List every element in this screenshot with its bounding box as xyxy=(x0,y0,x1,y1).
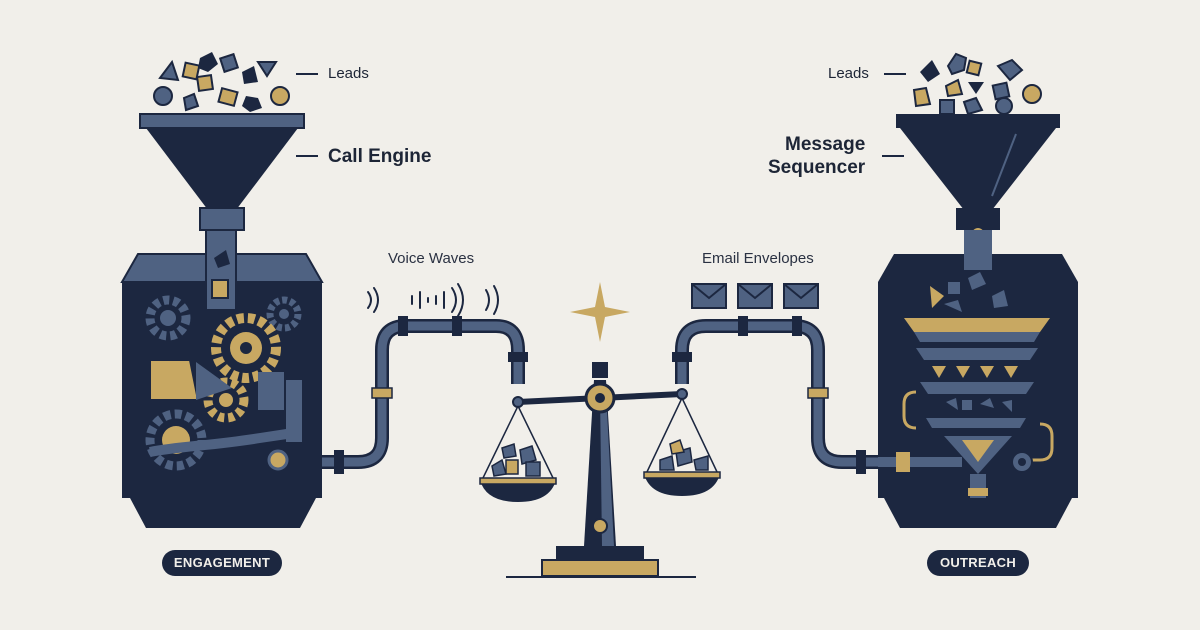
right-pipe xyxy=(672,316,878,474)
left-leads-pile xyxy=(153,52,290,112)
message-sequencer-title-line1: Message xyxy=(785,134,866,155)
message-sequencer-title-line2: Sequencer xyxy=(768,157,866,178)
leader-lines xyxy=(296,73,906,157)
right-funnel xyxy=(896,114,1060,240)
voice-waves-label: Voice Waves xyxy=(388,250,475,267)
sparkle-icon xyxy=(570,282,630,342)
voice-waves-icon xyxy=(367,283,499,317)
balance-scale xyxy=(479,362,721,578)
call-engine-title: Call Engine xyxy=(328,146,432,167)
right-leads-pile xyxy=(912,52,1042,116)
email-envelope-icons xyxy=(691,283,819,309)
right-machine-body xyxy=(878,230,1078,528)
outreach-badge: OUTREACH xyxy=(927,550,1029,576)
left-leads-label: Leads xyxy=(328,65,369,82)
left-machine-body xyxy=(120,229,324,528)
left-funnel xyxy=(139,113,305,231)
right-leads-label: Leads xyxy=(828,65,869,82)
engagement-badge: ENGAGEMENT xyxy=(162,550,282,576)
email-envelopes-label: Email Envelopes xyxy=(702,250,814,267)
left-pipe xyxy=(322,316,528,474)
